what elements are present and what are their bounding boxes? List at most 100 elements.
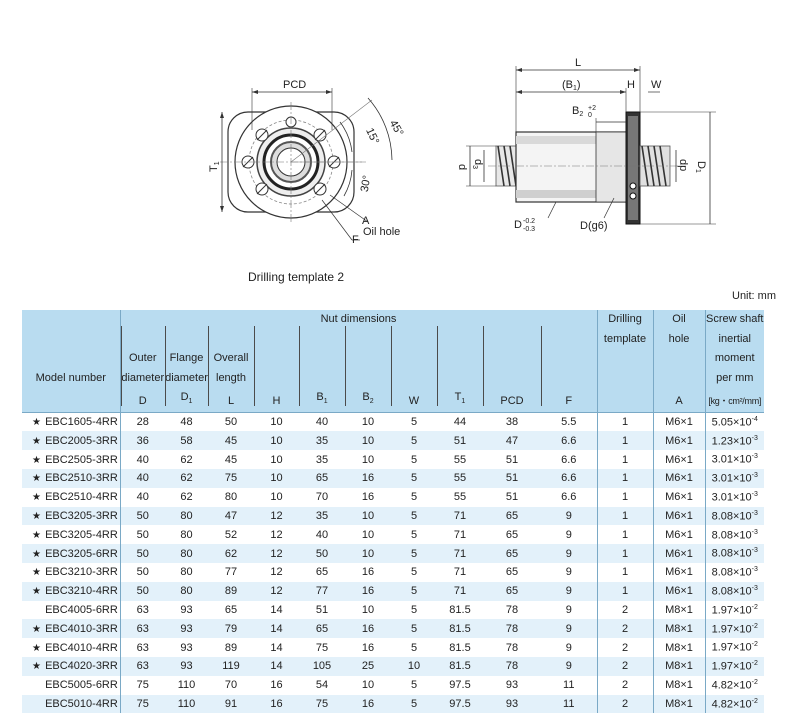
- cell-F: 9: [541, 506, 597, 526]
- cell-D1: 110: [177, 679, 196, 692]
- cell-H: 12: [270, 528, 283, 541]
- cell-inertia: 8.08×10-3: [704, 563, 764, 582]
- cell-drill: 1: [596, 563, 653, 582]
- cell-H: 10: [254, 411, 299, 432]
- b1-label: (B1): [562, 79, 581, 92]
- cell-H: 16: [270, 679, 283, 692]
- cell-D1: 93: [165, 619, 208, 639]
- front-view-drawing: [220, 88, 393, 241]
- cell-T1: 55: [437, 469, 483, 488]
- cell-L: 47: [208, 506, 254, 526]
- cell-B1: 75: [315, 641, 329, 654]
- cell-T1: 71: [453, 528, 467, 541]
- cell-PCD: 38: [483, 411, 541, 432]
- cell-D1: 80: [180, 566, 193, 579]
- sym-inertia-unit: [kg・cm²/mm]: [704, 388, 764, 413]
- d-label: d: [456, 164, 468, 170]
- cell-oil: M8×1: [652, 675, 705, 695]
- cell-F: 6.6: [541, 469, 597, 488]
- cell-PCD: 78: [483, 619, 541, 639]
- cell-D: 40: [136, 491, 149, 504]
- cell-B2: 16: [361, 641, 375, 654]
- dp-label: dp: [677, 159, 689, 171]
- cell-W: 5: [410, 566, 418, 579]
- cell-PCD: 65: [483, 581, 541, 601]
- cell-L: 80: [224, 491, 238, 504]
- cell-L: 52: [224, 528, 238, 541]
- cell-B1: 77: [299, 581, 345, 601]
- cell-D1: 93: [180, 641, 193, 654]
- cell-D: 36: [120, 431, 165, 451]
- cell-B1: 51: [315, 604, 329, 617]
- cell-oil: M6×1: [652, 525, 705, 545]
- cell-D: 75: [136, 679, 149, 692]
- sym-H: H: [254, 325, 299, 413]
- cell-T1: 81.5: [449, 641, 471, 654]
- cell-B2: 16: [361, 491, 375, 504]
- cell-D: 28: [120, 411, 165, 432]
- cell-oil: M6×1: [652, 487, 705, 507]
- cell-D: 50: [120, 544, 165, 564]
- cell-F: 6.6: [561, 491, 577, 504]
- cell-B2: 10: [361, 679, 375, 692]
- model-cell: ★ EBC2505-3RR: [22, 450, 121, 470]
- cell-H: 14: [270, 641, 283, 654]
- angle-15-label: 15°: [363, 126, 381, 146]
- cell-F: 9: [565, 641, 572, 654]
- cell-PCD: 47: [483, 431, 541, 451]
- cell-F: 6.6: [541, 431, 597, 451]
- cell-H: 16: [254, 694, 299, 714]
- cell-drill: 1: [596, 469, 653, 488]
- cell-inertia: 3.01×10-3: [704, 469, 764, 488]
- cell-W: 5: [391, 506, 437, 526]
- cell-B2: 25: [345, 657, 391, 676]
- cell-B1: 65: [315, 566, 329, 579]
- model-cell: ★ EBC2005-3RR: [22, 431, 121, 451]
- cell-drill: 2: [596, 675, 653, 695]
- cell-PCD: 78: [505, 641, 519, 654]
- cell-L: 91: [208, 694, 254, 714]
- model-cell: ★ EBC4010-3RR: [22, 619, 121, 639]
- cell-T1: 81.5: [449, 604, 471, 617]
- cell-L: 89: [224, 641, 238, 654]
- cell-D1: 62: [180, 453, 193, 466]
- cell-D: 50: [136, 528, 149, 541]
- cell-D: 50: [120, 581, 165, 601]
- h-label: H: [627, 79, 635, 91]
- cell-D1: 62: [180, 491, 193, 504]
- angle-30-label: 30°: [359, 174, 374, 192]
- cell-D1: 48: [165, 411, 208, 432]
- cell-B1: 50: [299, 544, 345, 564]
- cell-H: 12: [254, 544, 299, 564]
- star-mark: ★: [32, 529, 41, 541]
- cell-W: 5: [391, 694, 437, 714]
- cell-PCD: 65: [505, 566, 519, 579]
- cell-T1: 44: [437, 411, 483, 432]
- star-mark: ★: [32, 642, 41, 654]
- cell-inertia: 1.23×10-3: [704, 431, 764, 451]
- cell-D: 63: [120, 657, 165, 676]
- dtol-upper: -0.2: [523, 218, 535, 225]
- cell-H: 14: [270, 604, 283, 617]
- sym-D1: D1: [165, 325, 208, 413]
- cell-H: 12: [254, 581, 299, 601]
- cell-PCD: 65: [505, 528, 519, 541]
- cell-D: 50: [120, 506, 165, 526]
- cell-H: 10: [254, 431, 299, 451]
- cell-T1: 55: [453, 453, 467, 466]
- d3-label: d3: [471, 159, 484, 169]
- cell-oil: M6×1: [652, 544, 705, 564]
- cell-inertia: 1.97×10-2: [704, 619, 764, 639]
- cell-F: 9: [541, 619, 597, 639]
- cell-drill: 2: [596, 600, 653, 620]
- cell-drill: 1: [596, 431, 653, 451]
- star-mark: ★: [32, 661, 41, 673]
